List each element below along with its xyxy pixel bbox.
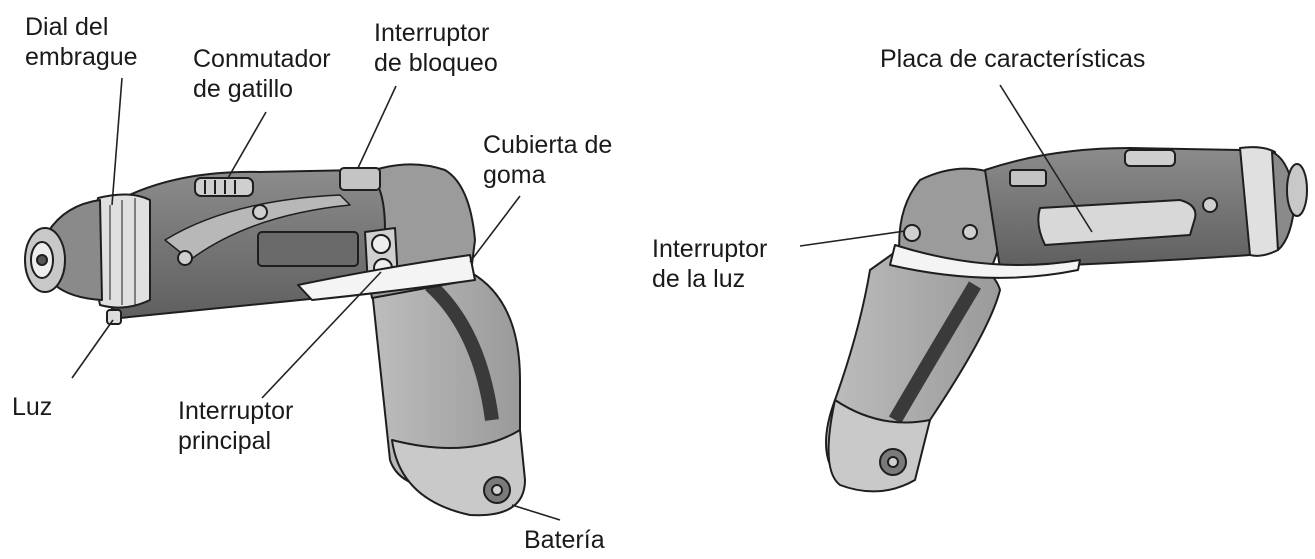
nameplate-plate (1037, 199, 1197, 246)
body-screw (177, 250, 193, 266)
body-highlight (164, 194, 351, 261)
drill-left-view (24, 163, 526, 517)
chuck-right (1286, 163, 1308, 217)
leader-light-switch (799, 230, 906, 247)
top-switch-right (1124, 149, 1176, 167)
grip-channel (425, 279, 499, 421)
label-main-switch: Interruptor principal (178, 397, 294, 455)
grip-channel-right (888, 281, 982, 424)
label-clutch-dial: Dial del embrague (25, 13, 138, 71)
leader-main-switch (261, 271, 382, 399)
leader-lines (71, 77, 1093, 521)
body-screw-right (1202, 197, 1218, 213)
label-battery: Batería (524, 526, 605, 554)
body-screw (252, 204, 268, 220)
label-lock-switch: Interruptor de bloqueo (374, 19, 498, 77)
leader-battery (511, 504, 561, 521)
rubber-band (297, 254, 476, 301)
label-light: Luz (12, 393, 53, 421)
label-trigger-switch: Conmutador de gatillo (193, 45, 331, 103)
drill-right-view (825, 146, 1308, 493)
label-rubber-cover: Cubierta de goma (483, 131, 613, 189)
side-panel (257, 231, 359, 267)
leader-clutch-dial (111, 77, 123, 206)
leader-nameplate (999, 84, 1093, 233)
light-lens (106, 309, 122, 325)
main-switch-button-r (371, 234, 391, 254)
leader-light (71, 319, 114, 379)
leader-lock-switch (357, 85, 397, 169)
leader-trigger-switch (227, 111, 267, 179)
rubber-band-right (889, 244, 1081, 279)
lock-switch (339, 167, 381, 191)
label-nameplate: Placa de características (880, 45, 1146, 73)
body-screw-right (962, 224, 978, 240)
leader-rubber-cover (469, 195, 521, 263)
label-light-switch: Interruptor de la luz (652, 235, 768, 293)
light-switch-knob (903, 224, 921, 242)
